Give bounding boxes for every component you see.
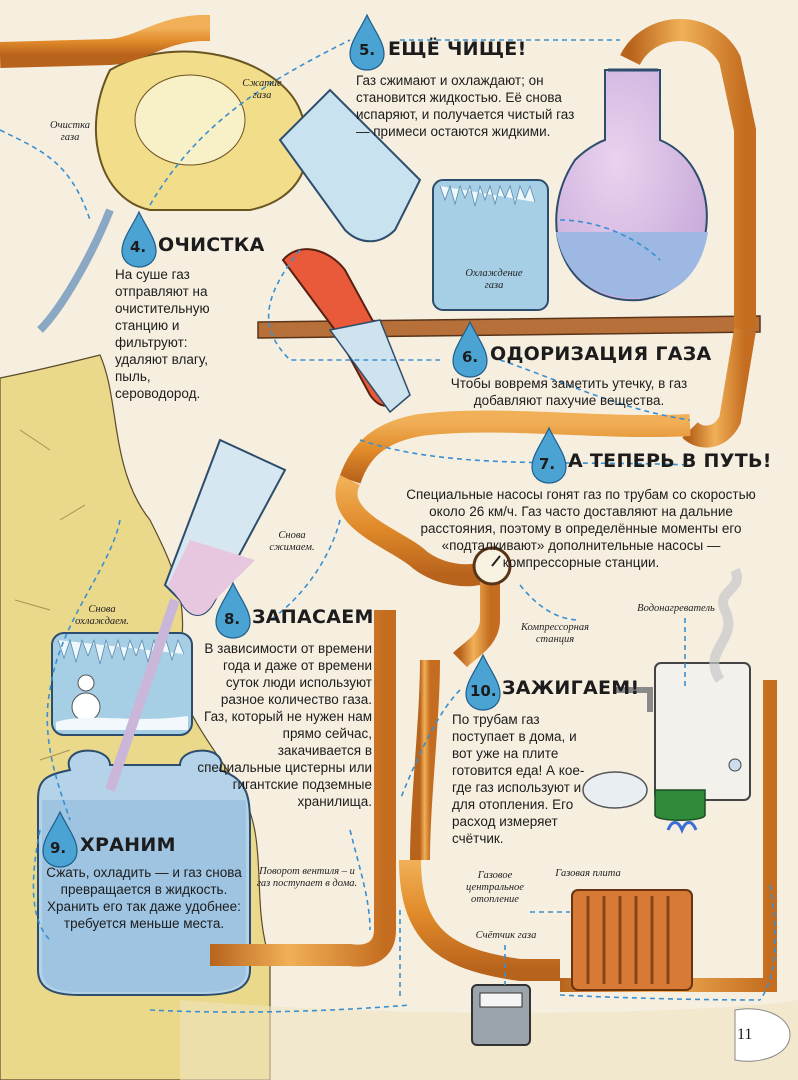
label-central-heating: Газовое центральное отопление xyxy=(466,870,524,905)
stove-icon xyxy=(654,789,706,821)
pipe-flask-top xyxy=(620,19,756,330)
snowman-head xyxy=(77,674,95,692)
label-cooling: Охлаждение газа xyxy=(465,268,523,291)
route-line xyxy=(0,39,776,1013)
steam xyxy=(709,567,742,683)
page-tab xyxy=(734,1008,791,1062)
odorization-glass xyxy=(328,319,411,414)
label-compressor-station: Компрессорная станция xyxy=(520,622,590,645)
snow-floor xyxy=(56,716,188,730)
label-cool-again: Снова охлаждаем. xyxy=(75,604,129,627)
pipe-mid xyxy=(339,410,691,484)
pipe-vertical-center xyxy=(410,659,440,861)
label-compress-again: Снова сжимаем. xyxy=(269,530,315,553)
step-9-title: ХРАНИМ xyxy=(80,834,176,856)
flask-liquid xyxy=(556,232,708,299)
step-6-number: 6. xyxy=(462,348,479,366)
sink-bowl xyxy=(582,771,648,809)
label-gas-cleaning: Очистка газа xyxy=(50,120,90,143)
label-compression: Сжатие газа xyxy=(242,78,282,101)
step-7-title: А ТЕПЕРЬ В ПУТЬ! xyxy=(568,450,772,472)
label-water-heater: Водонагреватель xyxy=(637,603,715,614)
step-9-body: Сжать, охладить — и газ снова превращает… xyxy=(46,865,242,931)
step-10-number: 10. xyxy=(470,682,497,700)
burner-flame xyxy=(666,821,698,835)
step-6-body: Чтобы вовремя заметить утечку, в газ доб… xyxy=(450,376,688,408)
step-8-body: В зависимости от времени года и даже от … xyxy=(197,641,372,809)
water-drop-icon xyxy=(42,13,567,868)
step-5-body: Газ сжимают и охлаждают; он становится ж… xyxy=(356,73,575,139)
step-5-number: 5. xyxy=(359,41,376,59)
gas-meter-icon xyxy=(471,984,531,1046)
compressor-tube xyxy=(278,88,422,243)
pipe-down-left xyxy=(335,475,495,587)
step-8-number: 8. xyxy=(224,610,241,628)
water-heater-icon xyxy=(654,662,751,801)
compress-liquid xyxy=(168,540,255,615)
faucet-icon xyxy=(615,687,653,712)
step-6-title: ОДОРИЗАЦИЯ ГАЗА xyxy=(490,343,712,365)
pipe-bottom xyxy=(399,859,560,981)
pipe-gauge-branch xyxy=(452,570,500,668)
funnel-inner xyxy=(134,74,246,166)
feed-tube xyxy=(105,598,180,792)
step-5-title: ЕЩЁ ЧИЩЕ! xyxy=(388,38,527,60)
page-number: 11 xyxy=(737,1026,753,1043)
label-gas-meter: Счётчик газа xyxy=(475,930,537,941)
step-7-body: Специальные насосы гонят газ по трубам с… xyxy=(406,487,756,570)
radiator-icon xyxy=(571,889,693,991)
step-7-number: 7. xyxy=(539,455,556,473)
snowman-body xyxy=(71,692,101,722)
pipe-top xyxy=(0,15,210,68)
label-valve-turn: Поворот вентиля – и газ поступает в дома… xyxy=(256,866,358,889)
label-gas-stove: Газовая плита xyxy=(555,868,621,879)
heater-dial xyxy=(728,758,742,772)
step-8-title: ЗАПАСАЕМ xyxy=(252,606,374,628)
pipe-cleaning xyxy=(37,208,114,333)
pipe-vertical-left xyxy=(210,610,396,967)
step-4-number: 4. xyxy=(130,238,147,256)
storage-liquid xyxy=(42,800,246,992)
gauge-needle xyxy=(491,555,501,567)
step-9-number: 9. xyxy=(50,839,67,857)
step-4-title: ОЧИСТКА xyxy=(158,234,265,256)
pipe-right-vertical xyxy=(682,328,756,448)
cooling-icicles xyxy=(439,184,536,207)
step-10-title: ЗАЖИГАЕМ! xyxy=(502,677,640,699)
step-10-body: По трубам газ поступает в дома, и вот уж… xyxy=(452,712,585,846)
cooling-box xyxy=(432,179,549,311)
step-4-body: На суше газ отправляют на очистительную … xyxy=(115,267,210,401)
